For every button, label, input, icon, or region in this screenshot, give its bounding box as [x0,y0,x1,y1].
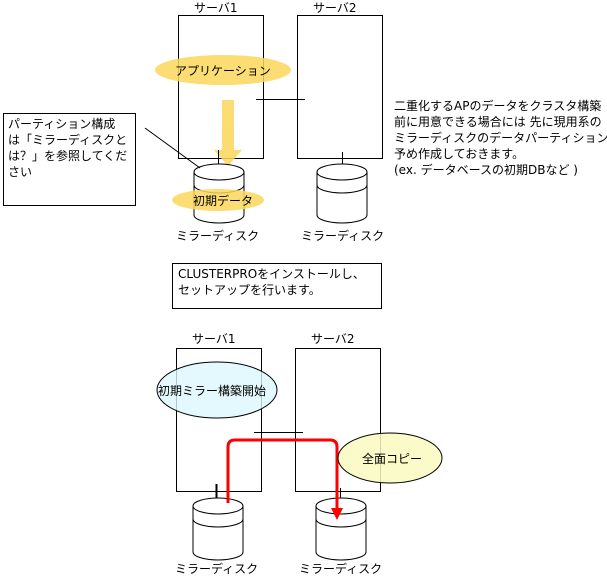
partition-note-box: パーティション構成 は「ミラーディスクと は？」を参照してくだ さい [3,113,136,206]
application-ellipse [155,55,291,85]
description-line: 二重化するAPのデータをクラスタ構築 [394,99,602,113]
callout-line [144,127,201,169]
partition-note-line: は「ミラーディスクと [8,133,128,147]
server1-label-bottom: サーバ1 [192,332,236,346]
full-copy-ellipse [337,432,443,484]
full-copy-label: 全面コピー [362,451,422,466]
mirror-disk-2-bottom [315,497,367,561]
description-line: (ex. データベースの初期DBなど ) [394,163,578,177]
full-copy-arrowhead [331,508,343,520]
description-line: 予め作成しておきます。 [394,147,525,161]
partition-note-line: は？」を参照してくだ [8,149,128,163]
server1-box [178,15,264,159]
full-copy-arrow [226,438,339,510]
mirror-disk-2 [316,163,368,224]
application-label: アプリケーション [175,64,271,78]
server2-label-bottom: サーバ2 [311,332,355,346]
partition-note-line: パーティション構成 [8,117,116,131]
data-flow-arrow [214,100,242,166]
server1-label: サーバ1 [194,1,238,15]
initial-data-ellipse [172,189,264,211]
install-box-border [172,263,382,309]
description-line: ミラーディスクのデータパーティションに [394,131,607,145]
description-line: 前に用意できる場合には 先に現用系の [394,115,602,129]
partition-note-line: さい [8,165,33,179]
disk2-label-bottom: ミラーディスク [299,561,382,576]
mirror-disk-1-bottom [192,497,244,561]
install-note-line: CLUSTERPROをインストールし、 [178,267,365,281]
disk2-label: ミラーディスク [301,228,384,243]
disk1-label: ミラーディスク [176,228,259,243]
install-note-line: セットアップを行います。 [178,283,321,297]
initial-mirror-ellipse [156,361,278,419]
server2-label: サーバ2 [313,1,357,15]
server2-box [297,15,383,159]
initial-data-label: 初期データ [193,193,253,208]
description-text: 二重化するAPのデータをクラスタ構築 前に用意できる場合には 先に現用系の ミラ… [394,98,607,178]
install-note: CLUSTERPROをインストールし、 セットアップを行います。 [178,266,365,298]
initial-mirror-label: 初期ミラー構築開始 [158,383,266,398]
disk1-label-bottom: ミラーディスク [175,561,258,576]
